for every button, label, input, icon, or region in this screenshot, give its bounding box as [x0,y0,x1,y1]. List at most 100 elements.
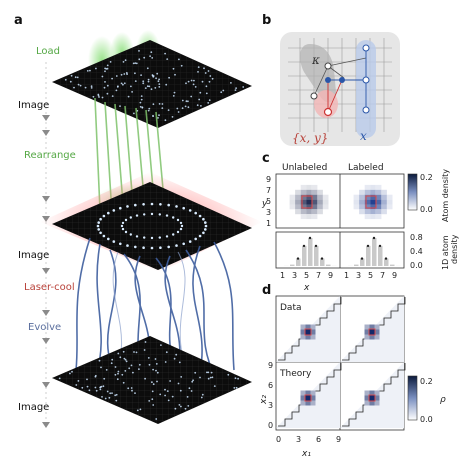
atom-dot [134,80,137,82]
atom-dot [71,370,73,373]
density-bar [354,264,359,266]
heat-cell [300,199,307,205]
density-point [384,257,388,260]
atom-site-blue [362,106,370,114]
atom-dot [177,111,180,113]
heat-cell [300,214,307,220]
atom-dot [100,385,103,388]
atom-dot [148,85,151,88]
heat-cell [311,214,318,220]
atom-dot [115,393,118,396]
atom-dot [151,381,153,384]
c-colorbar [407,173,418,211]
atom-dot [127,387,130,390]
atom-dot [167,245,170,249]
atom-dot [131,389,133,392]
d-heat-cell [310,334,316,340]
atom-dot [188,240,192,243]
atom-dot [165,235,169,238]
heat-cell [289,199,296,205]
atom-dot [134,62,137,64]
atom-dot [77,380,80,382]
density-tick-top: 0.8 [410,233,423,242]
d-heat-cell [369,395,375,401]
heat-cell [370,209,376,215]
atom-dot [164,394,167,397]
atom-site-blue [339,77,345,83]
atom-dot [144,87,147,89]
atom-dot [184,407,187,410]
d-highlight-square [368,394,376,402]
atom-dot [69,80,72,83]
atom-dot [154,87,157,89]
atom-dot [128,367,131,370]
atom-dot [156,380,158,383]
d-heat-cell [300,400,306,406]
d-heat-cell [369,334,375,340]
atom-dot [151,74,154,76]
atom-dot [194,237,197,241]
atom-dot [150,236,154,240]
atom-dot [102,234,106,238]
atom-dot [158,213,161,216]
heat-cell [381,189,387,195]
c-y-tick: 7 [266,186,271,195]
atom-dot [150,246,154,250]
atom-dot [149,55,152,57]
atom-dot [158,86,161,88]
atom-dot [155,363,158,365]
heat-cell [381,199,387,205]
density-point [372,236,376,240]
d-heat-cell [369,400,375,406]
density-bar [366,245,371,266]
panel-label-a: a [14,13,23,28]
atom-dot [161,103,164,105]
atom-dot [234,89,237,91]
atom-dot [242,86,245,88]
d-heat-cell [364,324,370,330]
atom-dot [199,91,202,94]
atom-dot [86,385,89,388]
atom-dot [146,85,149,88]
atom-dot [194,86,197,88]
stage-image-3: Image [18,402,49,413]
atom-dot [152,383,155,386]
d-heat-cell [305,334,311,340]
d-heatmaps [276,296,406,428]
atom-dot [117,85,119,88]
atom-dot [192,379,195,382]
atom-dot [203,67,205,70]
atom-dot [103,377,106,380]
heat-cell [317,209,323,215]
atom-dot [119,105,121,107]
atom-dot [135,214,139,217]
d-highlight-square [304,328,312,336]
atom-dot [81,386,84,389]
atom-dot [235,87,238,89]
atom-dot [152,404,155,406]
heat-cell [370,204,376,210]
atom-dot [180,405,182,408]
c-x-tick: 7 [316,271,321,280]
heat-cell [370,214,376,220]
heat-cell [364,199,371,205]
atom-dot [227,373,230,376]
atom-dot [165,214,169,217]
panel-label-c: c [262,151,270,166]
heat-cell [317,204,323,210]
atom-dot [181,107,184,110]
atom-dot [155,77,158,80]
atom-dot [95,389,98,392]
atom-dot [209,75,212,77]
atom-dot [143,213,146,216]
d-y-tick: 6 [268,381,273,390]
atom-dot [150,202,154,206]
arrow-down-icon [42,130,50,136]
atom-dot [159,393,162,396]
heat-cell [289,194,296,200]
density-point [366,244,370,248]
atom-dot [164,361,167,363]
heat-cell [386,199,393,205]
atom-dot [73,86,75,89]
